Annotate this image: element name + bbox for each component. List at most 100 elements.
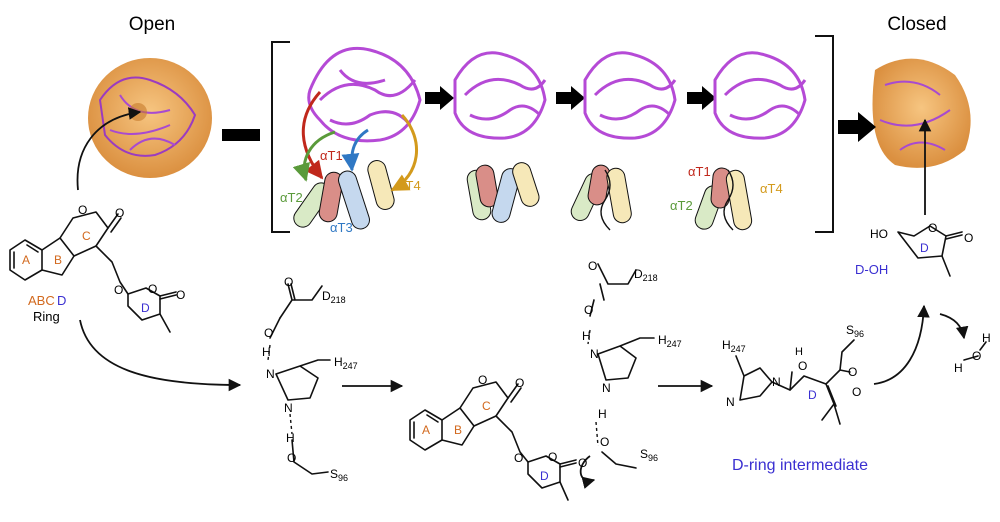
residue-h247-1: H247 [334, 355, 358, 371]
d-oh-product [897, 225, 963, 277]
ring-a-label-2: A [422, 423, 430, 437]
atom-n-t1b: N [284, 401, 293, 415]
helix-label-t2: αT2 [280, 190, 303, 205]
protein-ribbon-stage-2 [453, 51, 547, 140]
residue-d218-2: D218 [634, 267, 658, 283]
ring-b-label-2: B [454, 423, 462, 437]
protein-ribbon-stage-4 [713, 51, 807, 140]
helix-cylinders-stage-3 [570, 164, 632, 231]
open-to-transition-arrow [222, 129, 260, 141]
bound-strigolactone [409, 381, 637, 501]
ring-d-label: D [141, 301, 150, 315]
residue-s96-3: S96 [846, 323, 864, 339]
step-arrow-3 [687, 86, 716, 110]
ring-label-abc: ABC [28, 293, 55, 308]
step-arrow-2 [556, 86, 585, 110]
atom-o-m1: O [478, 373, 487, 387]
atom-o-left-2: O [115, 206, 124, 220]
atom-o-left-1: O [78, 203, 87, 217]
ring-label-ring: Ring [33, 309, 60, 324]
helix-path-arrow-gold [390, 113, 418, 192]
reaction-arrow-1 [79, 319, 242, 392]
water-release-arrow [939, 313, 969, 340]
atom-h-w1: H [954, 361, 963, 375]
strigolactone-molecule [9, 211, 177, 333]
atom-n-t2a: N [590, 347, 599, 361]
atom-o-t2a: O [588, 259, 597, 273]
catalytic-triad-2 [587, 263, 655, 381]
transition-to-closed-arrow [838, 112, 876, 142]
atom-o-w: O [972, 349, 981, 363]
helix-label-t1-closed: αT1 [688, 164, 711, 179]
atom-ho: HO [870, 227, 888, 241]
atom-o-i2: O [848, 365, 857, 379]
residue-h247-2: H247 [658, 333, 682, 349]
helix-label-t4-closed: αT4 [760, 181, 783, 196]
closed-title: Closed [887, 14, 946, 35]
atom-h-t1a: H [262, 345, 271, 359]
atom-h-t1b: H [286, 431, 295, 445]
ring-a-label: A [22, 253, 30, 267]
protein-ribbon-stage-3 [583, 51, 677, 140]
right-bracket [815, 35, 834, 233]
residue-s96-2: S96 [640, 447, 658, 463]
open-title: Open [129, 14, 175, 35]
residue-h247-3: H247 [722, 338, 746, 354]
atom-o-t1c: O [287, 451, 296, 465]
ring-d-label-4: D [920, 241, 929, 255]
atom-o-t2b: O [584, 303, 593, 317]
open-entry-arrow [76, 107, 142, 191]
atom-o-i3: O [852, 385, 861, 399]
d-ring-intermediate [735, 339, 855, 425]
atom-o-left-3: O [114, 283, 123, 297]
water-molecule [963, 341, 987, 361]
left-bracket [271, 41, 290, 233]
helix-label-t4: αT4 [398, 178, 421, 193]
atom-o-m2: O [515, 376, 524, 390]
atom-o-i1: O [798, 359, 807, 373]
atom-o-m4: O [548, 450, 557, 464]
helix-path-arrow-red [301, 91, 324, 180]
helix-label-t2-closed: αT2 [670, 198, 693, 213]
atom-o-t2c: O [600, 435, 609, 449]
atom-o-t1a: O [284, 275, 293, 289]
atom-o-t1b: O [264, 326, 273, 340]
helix-path-arrow-green [292, 130, 336, 182]
reaction-arrow-4 [873, 304, 930, 385]
open-protein-surface [88, 58, 212, 178]
atom-h-t2a: H [582, 329, 591, 343]
atom-n-t1a: N [266, 367, 275, 381]
atom-h-w2: H [982, 331, 991, 345]
protein-ribbon-stage-1 [307, 46, 422, 143]
ring-b-label: B [54, 253, 62, 267]
helix-path-arrow-blue [341, 128, 369, 172]
step-arrow-1 [425, 86, 454, 110]
residue-d218-1: D218 [322, 289, 346, 305]
atom-n-i2: N [772, 375, 781, 389]
intermediate-label: D-ring intermediate [732, 457, 868, 474]
atom-o-left-5: O [176, 288, 185, 302]
atom-h-t2b: H [598, 407, 607, 421]
helix-label-t3: αT3 [330, 220, 353, 235]
atom-h-i1: H [795, 346, 803, 358]
atom-o-p1: O [928, 221, 937, 235]
residue-s96-1: S96 [330, 467, 348, 483]
ring-c-label-2: C [482, 399, 491, 413]
atom-n-i1: N [726, 395, 735, 409]
closed-protein-surface [872, 58, 971, 168]
atom-o-m3: O [514, 451, 523, 465]
doh-label: D-OH [855, 262, 888, 277]
atom-n-t2b: N [602, 381, 611, 395]
catalytic-triad-1 [267, 283, 331, 475]
ring-c-label: C [82, 229, 91, 243]
atom-o-left-4: O [148, 282, 157, 296]
ring-d-label-2: D [540, 469, 549, 483]
atom-o-m5: O [578, 456, 587, 470]
ring-d-label-3: D [808, 388, 817, 402]
helix-cylinders-stage-2 [466, 162, 540, 223]
helix-label-t1: αT1 [320, 148, 343, 163]
helix-cylinders-stage-4 [694, 167, 753, 231]
atom-o-p2: O [964, 231, 973, 245]
ring-label-d: D [57, 293, 66, 308]
